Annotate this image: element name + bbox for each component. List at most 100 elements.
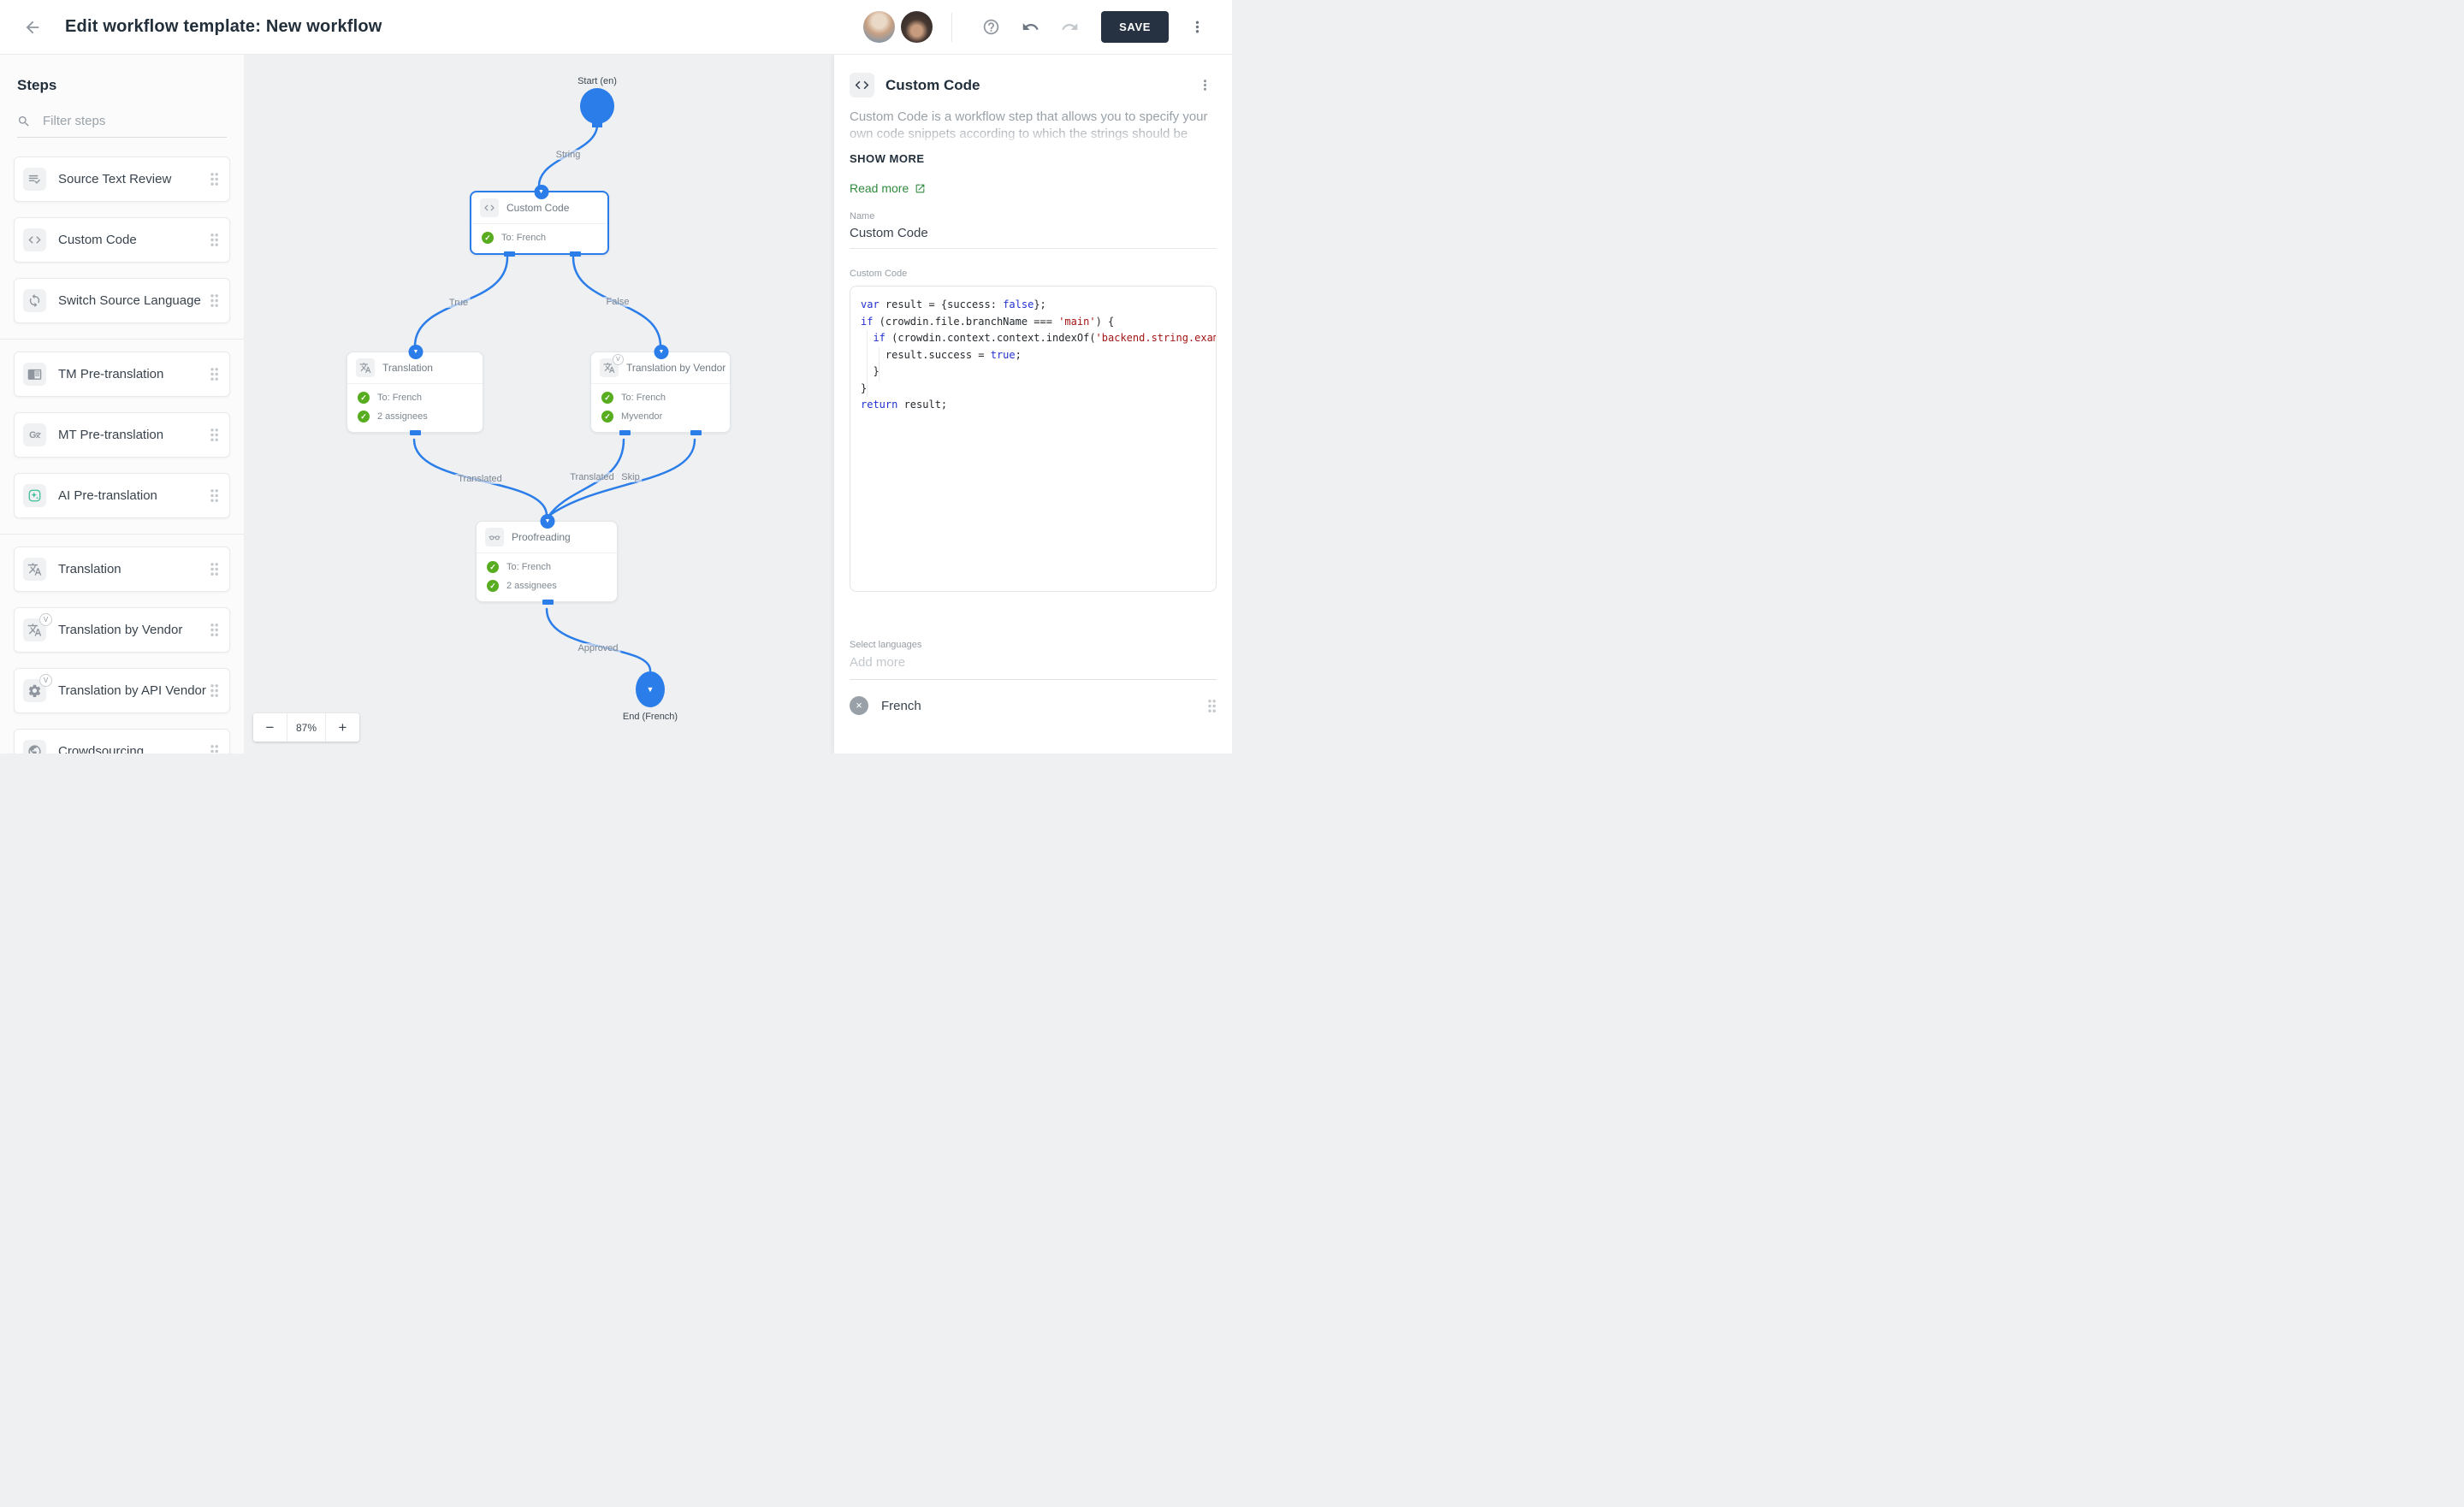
kebab-menu-icon [1188,18,1206,36]
redo-button[interactable] [1057,15,1082,40]
help-button[interactable] [978,15,1004,40]
drag-handle-icon[interactable] [210,293,219,308]
vendor-badge: V [39,674,52,687]
show-more-button[interactable]: SHOW MORE [850,152,925,165]
drag-handle-icon[interactable] [1207,699,1217,713]
sidebar-item-source-text-review[interactable]: Source Text Review [14,157,230,202]
step-description: Custom Code is a workflow step that allo… [850,109,1217,144]
end-node-label: End (French) [622,712,678,722]
drag-handle-icon[interactable] [210,744,219,754]
edge-label-approved: Approved [575,643,621,653]
start-node-label: Start (en) [578,76,617,86]
node-condition-row: ✓Myvendor [591,407,730,426]
output-port[interactable] [690,430,702,435]
translation-by-api-vendor-icon: V [23,674,52,702]
topbar: Edit workflow template: New workflow SA [0,0,1232,55]
close-icon: × [856,699,862,712]
zoom-control: − 87% + [253,713,359,742]
back-button[interactable] [19,14,46,41]
edge-label-true: True [446,298,471,308]
check-icon: ✓ [601,411,613,423]
sidebar-item-switch-source-language[interactable]: Switch Source Language [14,278,230,323]
filter-steps-input[interactable] [41,113,227,129]
zoom-out-button[interactable]: − [253,713,287,742]
edge-arrow-icon: ▼ [408,345,424,359]
drag-handle-icon[interactable] [210,562,219,576]
undo-button[interactable] [1017,15,1043,40]
sidebar-item-tm-pre-translation[interactable]: TM Pre-translation [14,352,230,397]
output-port[interactable] [504,251,515,257]
node-translation[interactable]: ▼Translation✓To: French✓2 assignees [346,345,483,435]
step-config-panel: Custom Code Custom Code is a workflow st… [834,55,1232,754]
topbar-menu-button[interactable] [1184,15,1210,40]
start-node-port [592,122,602,127]
page-title: Edit workflow template: New workflow [65,17,382,36]
output-port[interactable] [410,430,421,435]
edge-arrow-icon: ▼ [654,345,669,359]
svg-text:G: G [29,430,36,440]
name-input[interactable] [850,222,1217,249]
sidebar-item-custom-code[interactable]: Custom Code [14,217,230,263]
name-label: Name [850,211,875,222]
zoom-in-button[interactable]: + [326,713,359,742]
topbar-divider [951,12,953,42]
custom-code-icon [480,198,499,217]
start-node[interactable] [580,88,614,124]
select-languages-label: Select languages [850,640,922,650]
drag-handle-icon[interactable] [210,172,219,186]
node-condition-row: ✓To: French [477,558,617,576]
workflow-editor-app: Edit workflow template: New workflow SA [0,0,1232,754]
output-port[interactable] [619,430,631,435]
translation-by-vendor-icon: V [23,613,52,641]
drag-handle-icon[interactable] [210,233,219,247]
edge-label-false: False [603,297,632,307]
collaborator-avatar-2[interactable] [901,11,933,43]
code-line: } [861,365,880,377]
ai-pre-translation-icon [23,484,46,507]
check-icon: ✓ [601,392,613,404]
save-button[interactable]: SAVE [1101,11,1169,43]
drag-handle-icon[interactable] [210,623,219,637]
kebab-menu-icon [1197,77,1213,93]
edge-label-string: String [553,150,583,160]
check-icon: ✓ [358,392,370,404]
edge-arrow-icon: ▼ [534,185,548,199]
steps-group-divider [0,534,244,535]
collaborator-avatar-1[interactable] [863,11,896,43]
sidebar-item-translation[interactable]: Translation [14,547,230,592]
panel-menu-button[interactable] [1193,74,1217,98]
drag-handle-icon[interactable] [210,367,219,381]
drag-handle-icon[interactable] [210,683,219,698]
end-node[interactable]: ▼ [636,671,665,707]
drag-handle-icon[interactable] [210,488,219,503]
output-port[interactable] [570,251,581,257]
translation-by-vendor-icon: V [600,354,624,377]
sidebar-item-crowdsourcing[interactable]: Crowdsourcing [14,729,230,754]
node-condition-row: ✓To: French [471,228,607,247]
output-port[interactable] [542,600,554,605]
sidebar-item-ai-pre-translation[interactable]: AI Pre-translation [14,473,230,518]
edge-label-translated: Translated [455,474,505,484]
switch-source-language-icon [23,289,46,312]
drag-handle-icon[interactable] [210,428,219,442]
check-icon: ✓ [487,580,499,592]
add-language-input[interactable] [850,650,1217,680]
node-custom-code[interactable]: ▼Custom Code✓To: French [470,185,609,257]
code-line: return result; [861,399,948,411]
node-proofreading[interactable]: ▼Proofreading✓To: French✓2 assignees [476,514,618,605]
read-more-link[interactable]: Read more [850,181,1217,195]
code-editor[interactable]: var result = {success: false};if (crowdi… [850,286,1217,592]
crowdsourcing-icon [23,740,46,754]
mt-pre-translation-icon: G [23,423,46,446]
external-link-icon [915,183,926,194]
custom-code-icon [850,73,874,98]
tm-pre-translation-icon [23,363,46,386]
remove-language-button[interactable]: × [850,696,868,715]
